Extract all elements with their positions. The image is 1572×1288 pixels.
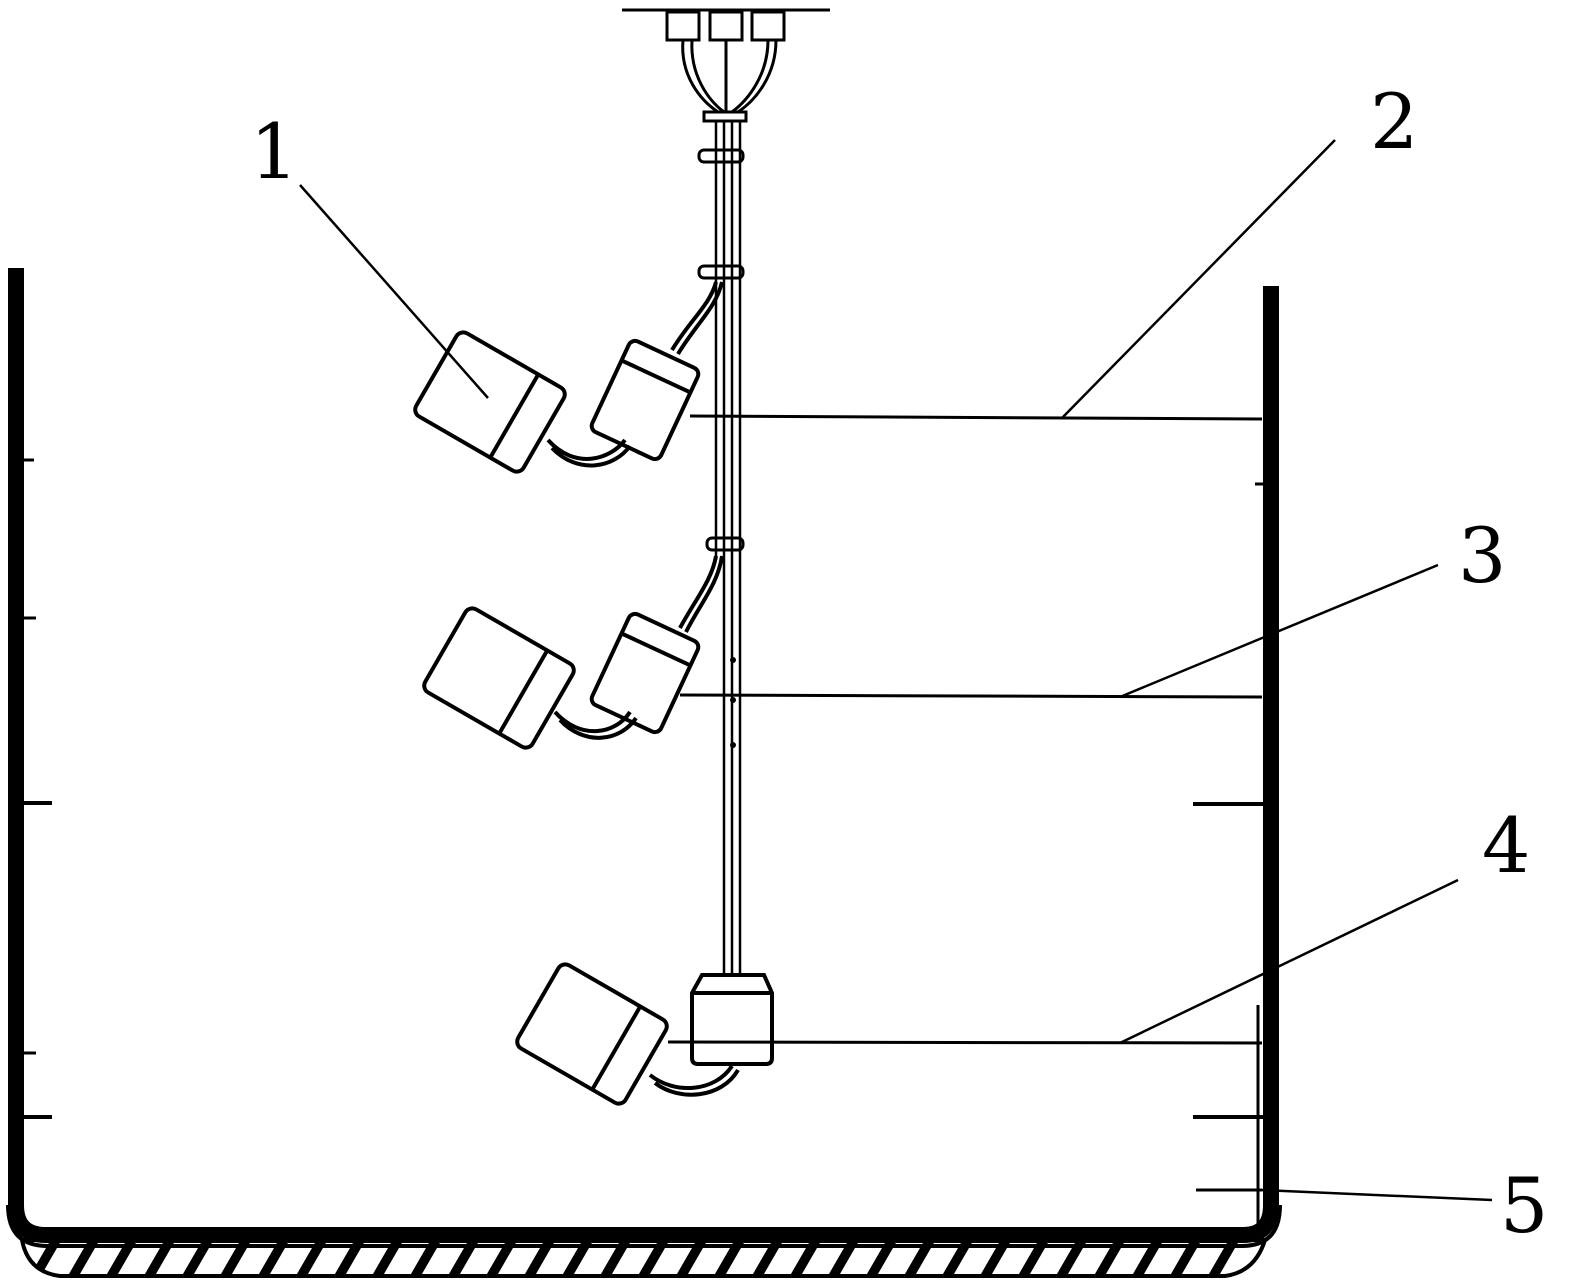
label-2: 2 <box>1370 77 1418 166</box>
hanging-rod <box>697 121 745 975</box>
label-5: 5 <box>1500 1161 1548 1250</box>
label-4: 4 <box>1482 801 1530 890</box>
part-labels: 1 2 3 4 5 <box>250 77 1548 1250</box>
leader-lines <box>299 139 1493 1202</box>
tank <box>6 268 1282 1278</box>
wall-ticks <box>24 458 1263 1230</box>
ceiling-mount <box>622 8 830 123</box>
level-lines <box>667 414 1263 1192</box>
label-1: 1 <box>250 107 298 196</box>
float-switch-3 <box>515 962 774 1106</box>
tank-bottom-hatching <box>19 1238 1268 1278</box>
float-switch-1 <box>413 281 724 474</box>
label-3: 3 <box>1458 511 1506 600</box>
float-switch-2 <box>422 555 724 750</box>
